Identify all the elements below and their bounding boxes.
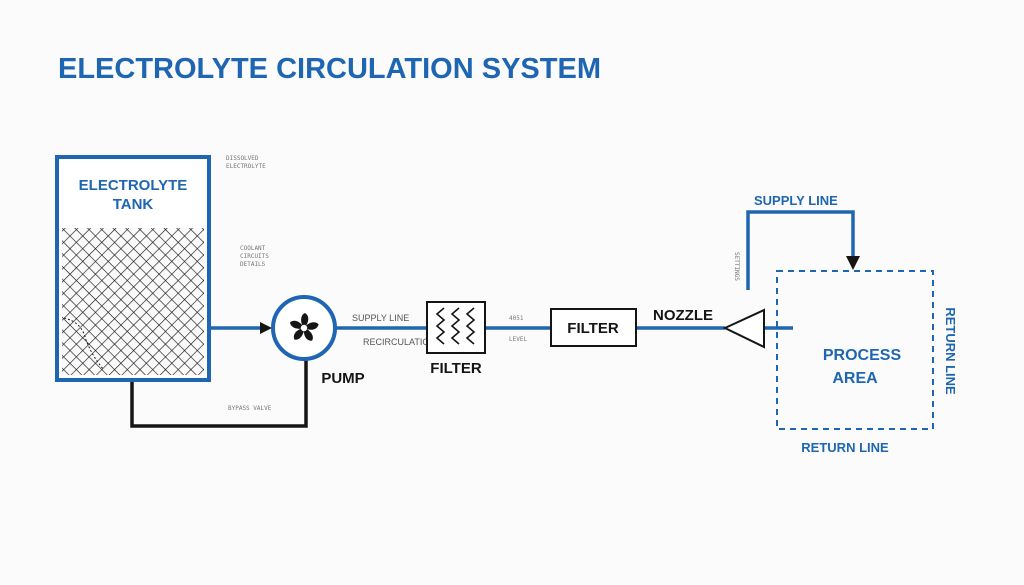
- nozzle-label: NOZZLE: [653, 307, 713, 324]
- tank-level-sketch: [63, 317, 105, 371]
- return-line-label-side: RETURN LINE: [943, 307, 958, 395]
- box-filter-outline: [550, 308, 637, 347]
- filter-element-icon: [450, 307, 461, 345]
- process-area: PROCESS AREA: [776, 270, 934, 430]
- mesh-filter-label: FILTER: [430, 360, 482, 377]
- tank-return-line: [130, 352, 308, 428]
- nozzle: NOZZLE: [653, 307, 765, 349]
- process-area-label-line2: AREA: [832, 370, 878, 387]
- pump-label: PUMP: [321, 370, 364, 387]
- return-line-label-bottom: RETURN LINE: [801, 440, 889, 455]
- upper-supply-line: [746, 210, 855, 290]
- tank-note: ELECTROLYTE: [226, 163, 266, 170]
- bypass-note: BYPASS VALVE: [228, 405, 272, 412]
- supply-line-label-small: SUPPLY LINE: [352, 313, 409, 323]
- recirculation-label: RECIRCULATION: [363, 337, 436, 347]
- tank-label-line1: ELECTROLYTE: [79, 177, 188, 194]
- tank-note: CIRCUITS: [240, 253, 269, 260]
- flow-arrow: [846, 256, 860, 270]
- process-area-outline: [776, 270, 934, 430]
- box-filter-label: FILTER: [567, 320, 619, 337]
- tank-label-line2: TANK: [113, 196, 154, 213]
- box-filter: FILTER: [550, 308, 637, 347]
- flow-arrow: [260, 322, 272, 334]
- filter-note: 4051: [509, 315, 524, 322]
- pump: PUMP: [271, 295, 365, 387]
- page-title: ELECTROLYTE CIRCULATION SYSTEM: [58, 53, 601, 85]
- filter-element-icon: [465, 307, 476, 345]
- filter-note: LEVEL: [509, 336, 527, 343]
- supply-line-label: SUPPLY LINE: [754, 193, 838, 208]
- electrolyte-tank: ELECTROLYTE TANK: [55, 155, 211, 382]
- mesh-filter-box: [426, 301, 486, 354]
- pump-impeller-icon: [290, 313, 319, 341]
- tank-electrolyte-fill: [62, 228, 204, 375]
- nozzle-icon: [722, 308, 765, 349]
- tank-note: DISSOLVED: [226, 155, 259, 162]
- tank-note: COOLANT: [240, 245, 266, 252]
- mesh-filter: FILTER: [426, 301, 486, 377]
- process-area-label-line1: PROCESS: [823, 347, 902, 364]
- nozzle-note: SETTINGS: [733, 252, 740, 281]
- tank-note: DETAILS: [240, 261, 266, 268]
- filter-element-icon: [435, 307, 446, 345]
